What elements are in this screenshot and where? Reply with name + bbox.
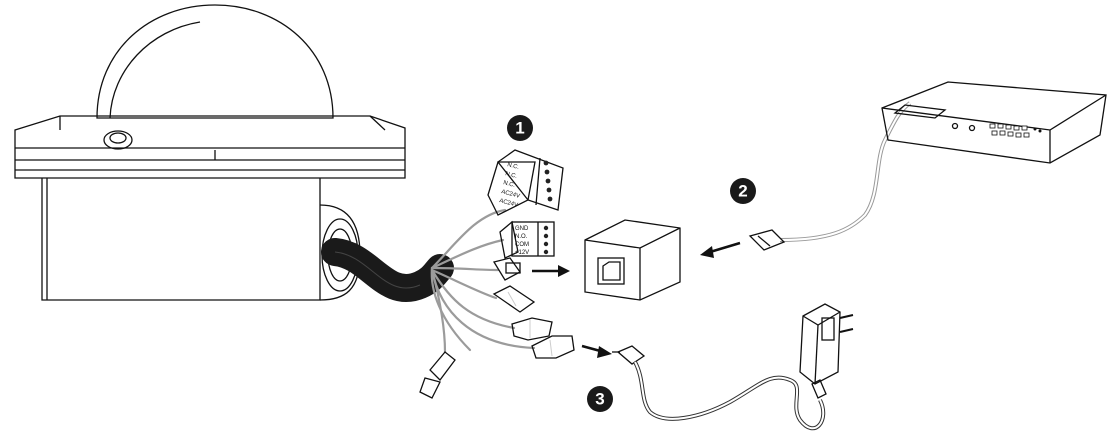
terminal-block-top: N.C. N.C. N.C. AC24V AC24V: [487, 149, 564, 216]
tb-top-label-2: N.C.: [504, 171, 517, 180]
tb-bottom-label-3: COM: [515, 242, 529, 248]
arrow-icon: [581, 344, 612, 358]
rj45-coupler-icon: [584, 219, 681, 301]
arrow-icon: [700, 241, 741, 258]
tb-bottom-label-2: N.O.: [515, 234, 528, 240]
connector-sleeve-1: [492, 285, 536, 313]
terminal-block-bottom: GND N.O. COM +12V: [499, 220, 555, 259]
network-cable: [748, 101, 912, 251]
step-3-number: 3: [595, 390, 604, 409]
power-adapter-icon: [612, 303, 854, 431]
step-3-marker: 3: [587, 386, 613, 412]
tb-bottom-label-1: GND: [515, 226, 529, 232]
arrow-icon: [532, 265, 570, 277]
network-switch-icon: [881, 81, 1107, 164]
tb-bottom-label-4: +12V: [515, 250, 529, 256]
dome-camera-icon: [14, 4, 454, 302]
step-2-marker: 2: [730, 178, 756, 204]
tb-top-label-4: AC24V: [500, 189, 520, 200]
bnc-connector-icon: [419, 351, 456, 399]
step-2-number: 2: [738, 182, 747, 201]
wire-bundle: [430, 208, 536, 354]
connector-sleeve-2: [511, 317, 553, 341]
tb-top-label-5: AC24V: [498, 198, 518, 209]
step-1-number: 1: [515, 119, 524, 138]
power-plug-sleeve: [531, 335, 575, 359]
step-1-marker: 1: [507, 115, 533, 141]
tb-top-label-1: N.C.: [506, 162, 519, 171]
rj45-plug-icon: [492, 257, 521, 281]
tb-top-label-3: N.C.: [502, 180, 515, 189]
